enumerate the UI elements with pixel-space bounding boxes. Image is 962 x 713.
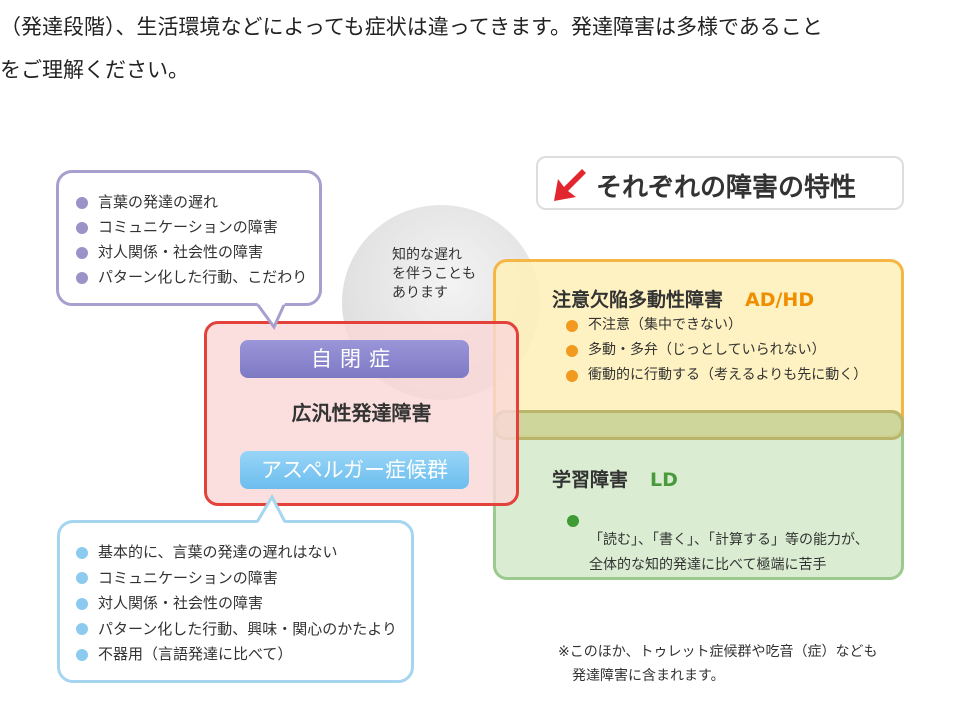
ld-title: 学習障害 LD bbox=[552, 465, 678, 492]
bullet-icon bbox=[76, 623, 88, 636]
autism-label: 自閉症 bbox=[240, 340, 469, 378]
adhd-ld-overlap bbox=[493, 410, 904, 440]
adhd-trait-list: 不注意（集中できない） 多動・多弁（じっとしていられない） 衝動的に行動する（考… bbox=[562, 313, 867, 388]
bullet-icon bbox=[76, 221, 88, 234]
pdd-label: 広汎性発達障害 bbox=[291, 401, 432, 425]
list-item: 不器用（言語発達に比べて） bbox=[72, 642, 411, 668]
list-item: コミュニケーションの障害 bbox=[72, 566, 411, 592]
intro-text: （発達段階）、生活環境などによっても症状は違ってきます。発達障害は多様であること… bbox=[0, 15, 823, 82]
adhd-abbr: AD/HD bbox=[745, 289, 815, 311]
adhd-box bbox=[493, 259, 904, 438]
list-item: 不注意（集中できない） bbox=[562, 313, 867, 338]
adhd-title: 注意欠陥多動性障害 AD/HD bbox=[552, 285, 814, 312]
asperger-label: アスペルガー症候群 bbox=[240, 451, 469, 489]
ld-abbr: LD bbox=[650, 469, 678, 491]
bullet-icon bbox=[566, 369, 578, 382]
asperger-traits-bubble: 基本的に、言葉の発達の遅れはない コミュニケーションの障害 対人関係・社会性の障… bbox=[57, 520, 414, 683]
list-item: 基本的に、言葉の発達の遅れはない bbox=[72, 540, 411, 566]
bullet-icon bbox=[76, 246, 88, 259]
bullet-icon bbox=[566, 319, 578, 332]
list-item: 多動・多弁（じっとしていられない） bbox=[562, 338, 867, 363]
bullet-icon bbox=[76, 648, 88, 661]
list-item: パターン化した行動、興味・関心のかたより bbox=[72, 617, 411, 643]
red-arrow-icon bbox=[554, 169, 586, 201]
adhd-name: 注意欠陥多動性障害 bbox=[552, 289, 724, 311]
footnote: ※このほか、トゥレット症候群や吃音（症）なども 発達障害に含まれます。 bbox=[558, 644, 878, 684]
ld-description: 「読む」、「書く」、「計算する」等の能力が、 全体的な知的発達に比べて極端に苦手 bbox=[563, 503, 869, 578]
autism-traits-bubble: 言葉の発達の遅れ コミュニケーションの障害 対人関係・社会性の障害 パターン化し… bbox=[56, 170, 322, 306]
diagram-title: それぞれの障害の特性 bbox=[596, 173, 857, 203]
list-item: パターン化した行動、こだわり bbox=[72, 265, 319, 290]
bullet-icon bbox=[76, 597, 88, 610]
list-item: コミュニケーションの障害 bbox=[72, 215, 319, 240]
bullet-icon bbox=[76, 572, 88, 585]
list-item: 対人関係・社会性の障害 bbox=[72, 591, 411, 617]
list-item: 対人関係・社会性の障害 bbox=[72, 240, 319, 265]
list-item: 衝動的に行動する（考えるよりも先に動く） bbox=[562, 363, 867, 388]
bullet-icon bbox=[567, 515, 579, 527]
bullet-icon bbox=[76, 196, 88, 209]
list-item: 言葉の発達の遅れ bbox=[72, 190, 319, 215]
bullet-icon bbox=[566, 344, 578, 357]
diagram-title-box: それぞれの障害の特性 bbox=[536, 156, 904, 210]
ld-text: 「読む」、「書く」、「計算する」等の能力が、 全体的な知的発達に比べて極端に苦手 bbox=[589, 532, 869, 573]
bullet-icon bbox=[76, 271, 88, 284]
ld-name: 学習障害 bbox=[552, 469, 629, 491]
intellectual-delay-note: 知的な遅れ を伴うことも あります bbox=[392, 247, 476, 301]
bullet-icon bbox=[76, 546, 88, 559]
